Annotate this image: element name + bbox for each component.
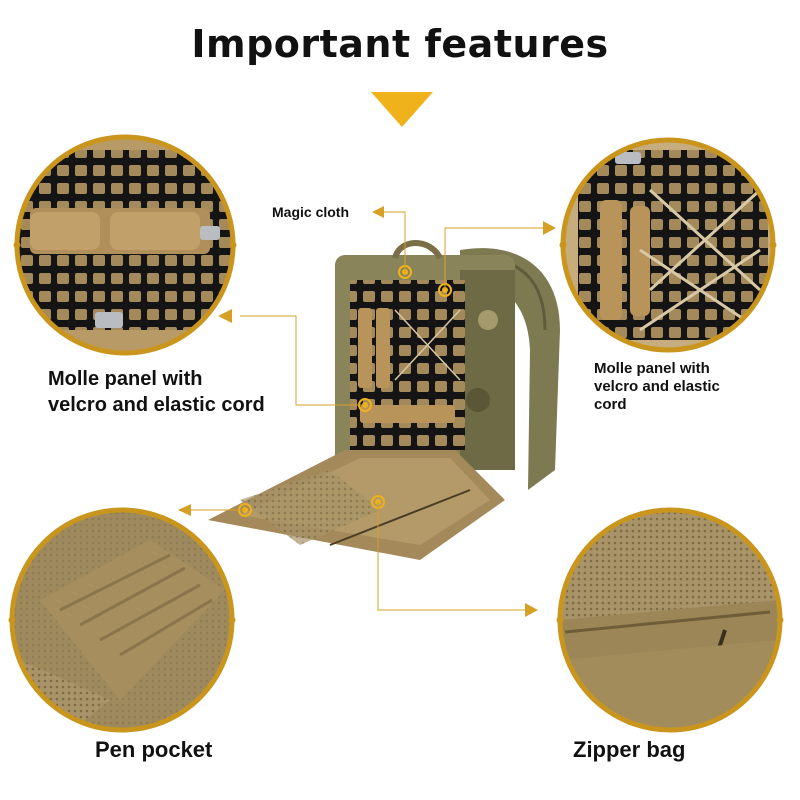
label-molle-panel-left: Molle panel with velcro and elastic cord [48,366,265,418]
label-line: cord [594,396,627,413]
label-line: Molle panel with [594,360,710,377]
label-zipper-bag: Zipper bag [573,737,686,762]
label-line: Molle panel with [48,368,203,390]
page-title: Important features [191,22,609,66]
leader-lines [190,211,545,611]
label-molle-panel-right: Molle panel with velcro and elastic cord [594,360,720,414]
detail-circle-molle-left [17,137,233,353]
label-line: velcro and elastic cord [48,394,265,416]
down-arrow-icon [371,92,433,127]
detail-circle-zipper-bag [560,510,780,730]
arrowheads [178,206,556,617]
backpack-image [208,240,560,560]
detail-circle-molle-right [563,140,773,350]
label-line: velcro and elastic [594,378,720,395]
label-magic-cloth: Magic cloth [272,204,350,220]
label-pen-pocket: Pen pocket [95,737,213,762]
detail-circle-pen-pocket [12,510,232,730]
